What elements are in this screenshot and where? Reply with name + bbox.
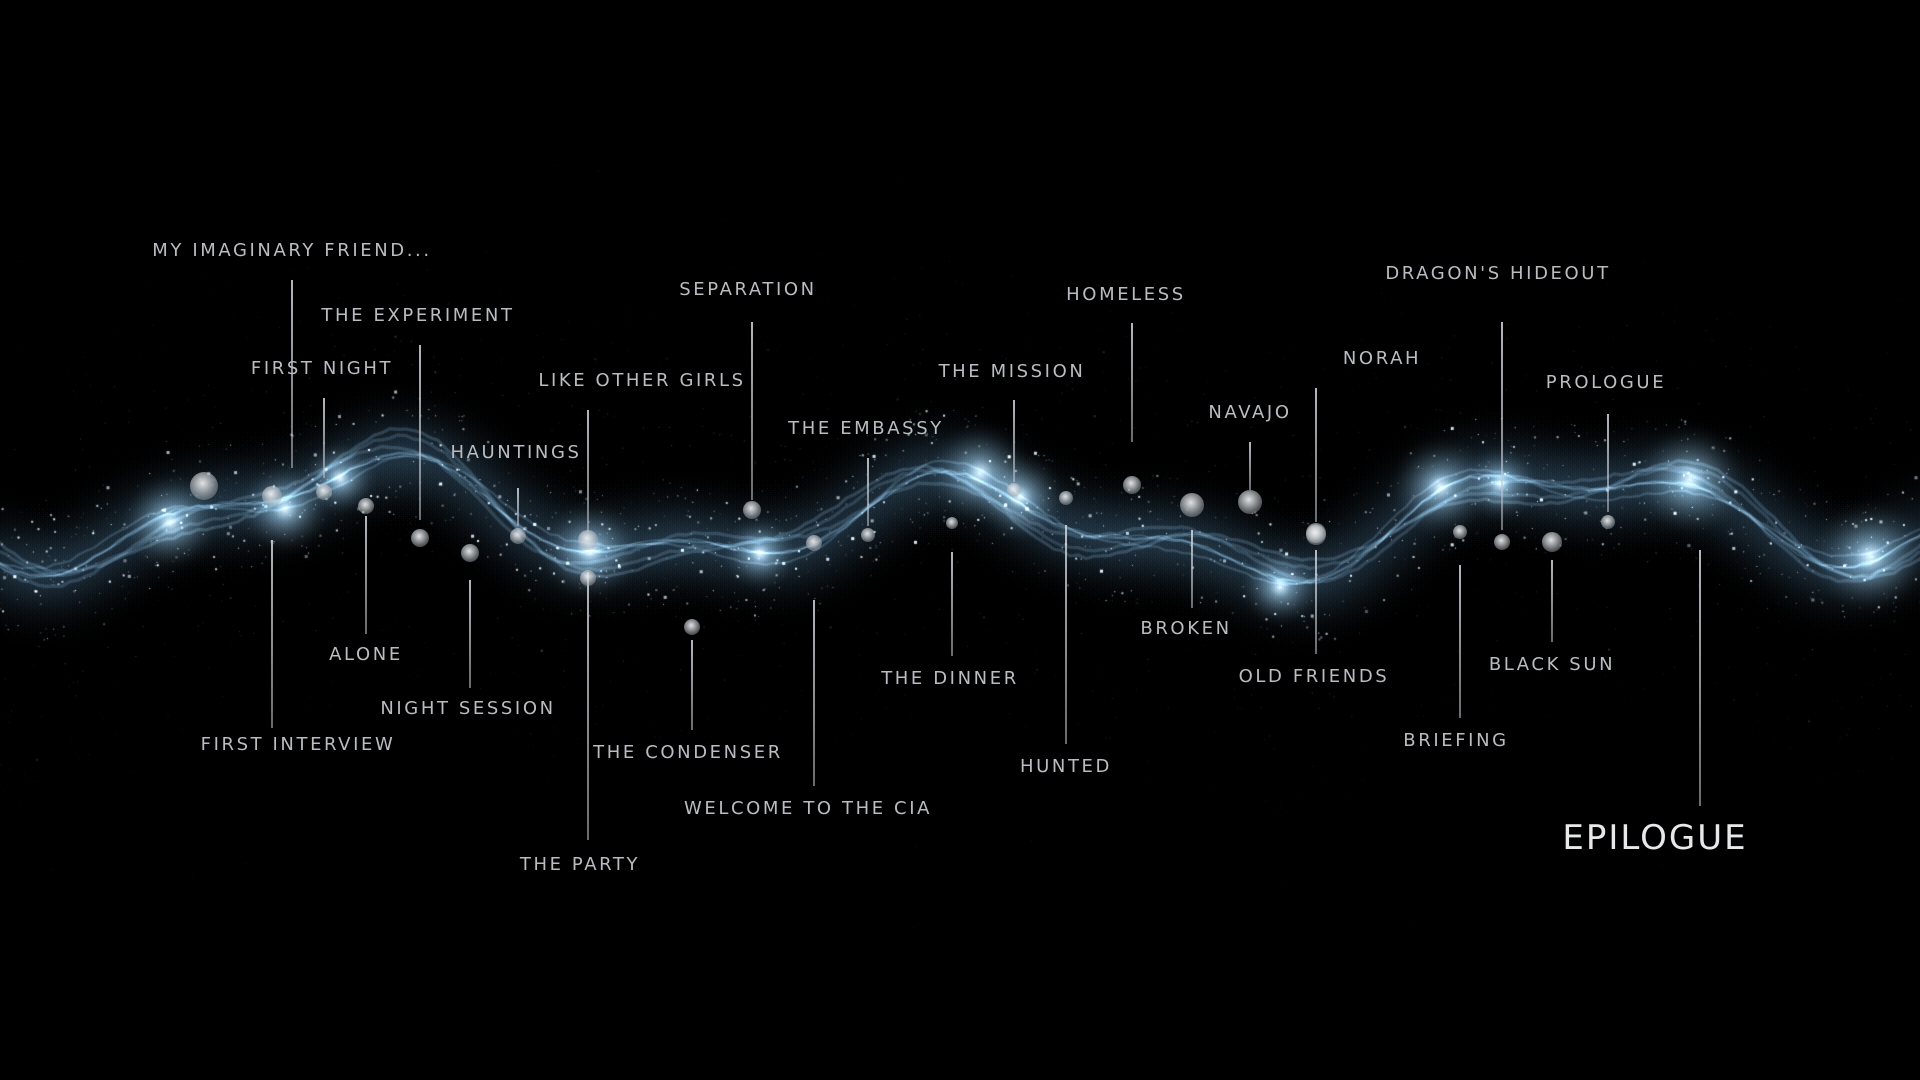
chapter-label[interactable]: NAVAJO bbox=[1208, 402, 1292, 423]
chapter-label[interactable]: NIGHT SESSION bbox=[380, 698, 556, 719]
chapter-label[interactable]: BRIEFING bbox=[1403, 730, 1509, 751]
chapter-label[interactable]: MY IMAGINARY FRIEND... bbox=[152, 240, 432, 261]
chapter-label[interactable]: THE DINNER bbox=[881, 668, 1019, 689]
chapter-label[interactable]: THE EXPERIMENT bbox=[321, 305, 515, 326]
chapter-label[interactable]: BROKEN bbox=[1140, 618, 1232, 639]
chapter-label[interactable]: DRAGON'S HIDEOUT bbox=[1385, 263, 1611, 284]
chapter-label[interactable]: SEPARATION bbox=[679, 279, 817, 300]
chapter-label[interactable]: THE MISSION bbox=[938, 361, 1086, 382]
chapter-label[interactable]: PROLOGUE bbox=[1545, 372, 1667, 393]
chapter-label[interactable]: FIRST INTERVIEW bbox=[200, 734, 396, 755]
chapter-label[interactable]: LIKE OTHER GIRLS bbox=[538, 370, 746, 391]
chapter-label[interactable]: BLACK SUN bbox=[1488, 654, 1616, 675]
chapter-label[interactable]: THE CONDENSER bbox=[593, 742, 783, 763]
chapter-label[interactable]: THE PARTY bbox=[519, 854, 641, 875]
chapter-label[interactable]: NORAH bbox=[1342, 348, 1422, 369]
chapter-label[interactable]: EPILOGUE bbox=[1562, 818, 1748, 858]
chapter-label[interactable]: THE EMBASSY bbox=[788, 418, 944, 439]
chapter-label[interactable]: ALONE bbox=[329, 644, 403, 665]
chapter-label[interactable]: HAUNTINGS bbox=[450, 442, 582, 463]
chapter-label[interactable]: OLD FRIENDS bbox=[1238, 666, 1390, 687]
chapter-label[interactable]: WELCOME TO THE CIA bbox=[683, 798, 933, 819]
chapter-label[interactable]: HOMELESS bbox=[1066, 284, 1186, 305]
chapter-label[interactable]: HUNTED bbox=[1019, 756, 1113, 777]
chapter-label[interactable]: FIRST NIGHT bbox=[250, 358, 394, 379]
